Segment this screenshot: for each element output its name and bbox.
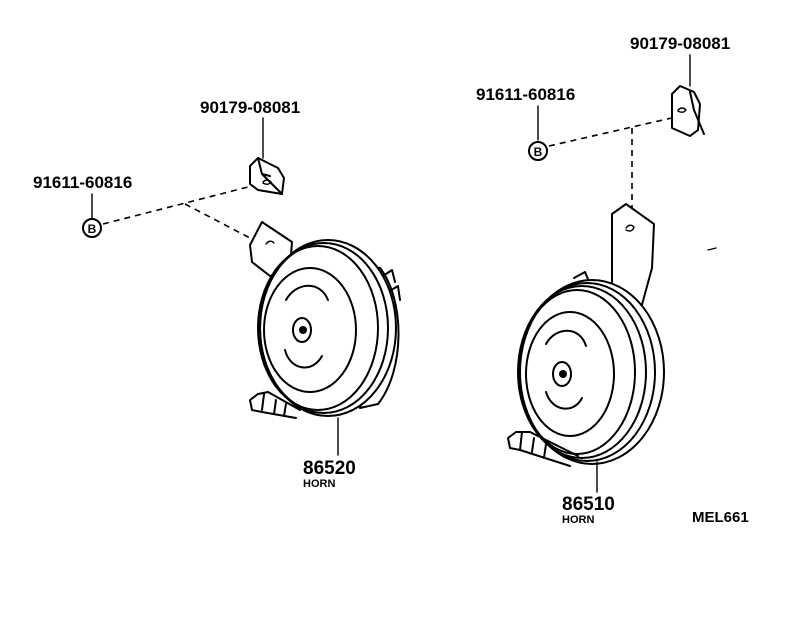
left-horn-assembly: 90179-08081 91611-60816 B <box>33 98 401 490</box>
right-bolt-symbol: B <box>528 141 548 161</box>
left-clip-nut <box>249 157 285 195</box>
left-bolt-symbol: B <box>82 218 102 238</box>
left-horn-body <box>249 239 401 419</box>
left-horn-terminal-2 <box>387 285 401 301</box>
right-clip-nut <box>671 85 705 137</box>
left-horn-name: HORN <box>303 478 335 490</box>
right-horn-name: HORN <box>562 514 594 526</box>
left-bolt-part-number: 91611-60816 <box>33 173 132 192</box>
left-horn-part-number: 86520 <box>303 458 356 479</box>
left-assembly-line-bracket <box>184 203 251 239</box>
stray-mark <box>707 247 717 251</box>
right-bolt-part-number: 91611-60816 <box>476 85 575 104</box>
left-assembly-line <box>102 185 253 225</box>
diagram-code: MEL661 <box>692 509 749 526</box>
right-bolt-symbol-letter: B <box>534 145 543 159</box>
right-clip-part-number: 90179-08081 <box>630 34 730 53</box>
right-horn-assembly: 90179-08081 91611-60816 B <box>476 34 730 526</box>
right-horn-body <box>507 271 665 467</box>
left-horn-terminal <box>382 269 396 283</box>
left-clip-part-number: 90179-08081 <box>200 98 300 117</box>
right-horn-part-number: 86510 <box>562 494 615 515</box>
right-assembly-line <box>548 116 677 147</box>
left-bolt-symbol-letter: B <box>88 222 97 236</box>
